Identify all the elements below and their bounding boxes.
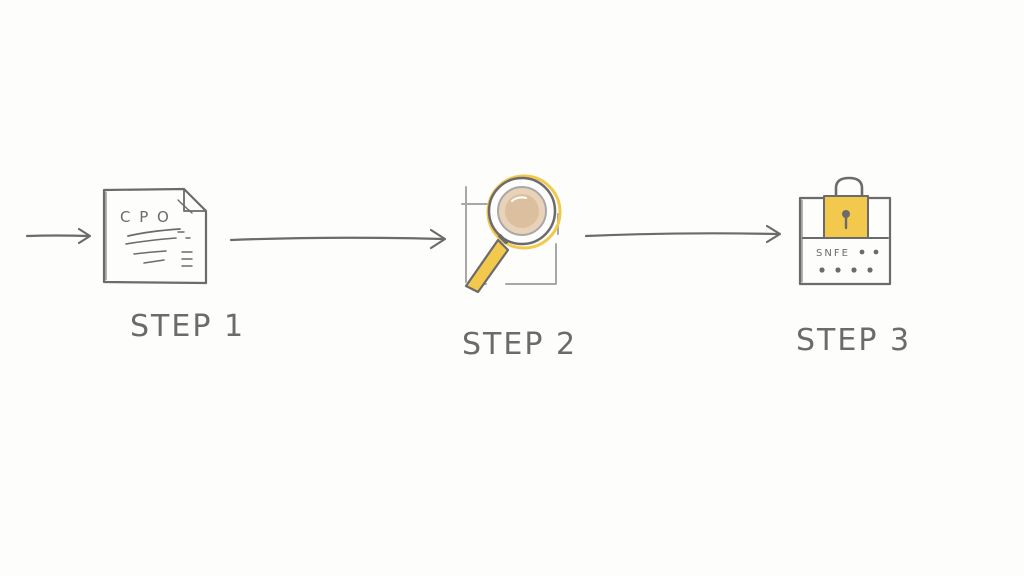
arrow-2-to-3 [584,224,782,244]
magnifier-icon [461,174,562,294]
step-1-label: STEP 1 [130,309,245,344]
lock-icon-dots [819,249,879,273]
document-icon: C P O [102,187,208,285]
arrow-1-to-2 [229,228,447,250]
step-3-label: STEP 3 [796,323,911,358]
arrow-in [25,227,92,245]
step-2-label: STEP 2 [462,327,577,362]
lock-icon: SNFE [798,176,892,286]
document-icon-text: C P O [120,208,171,226]
magnifier-handle [464,238,510,294]
lock-icon-text: SNFE [816,248,850,259]
